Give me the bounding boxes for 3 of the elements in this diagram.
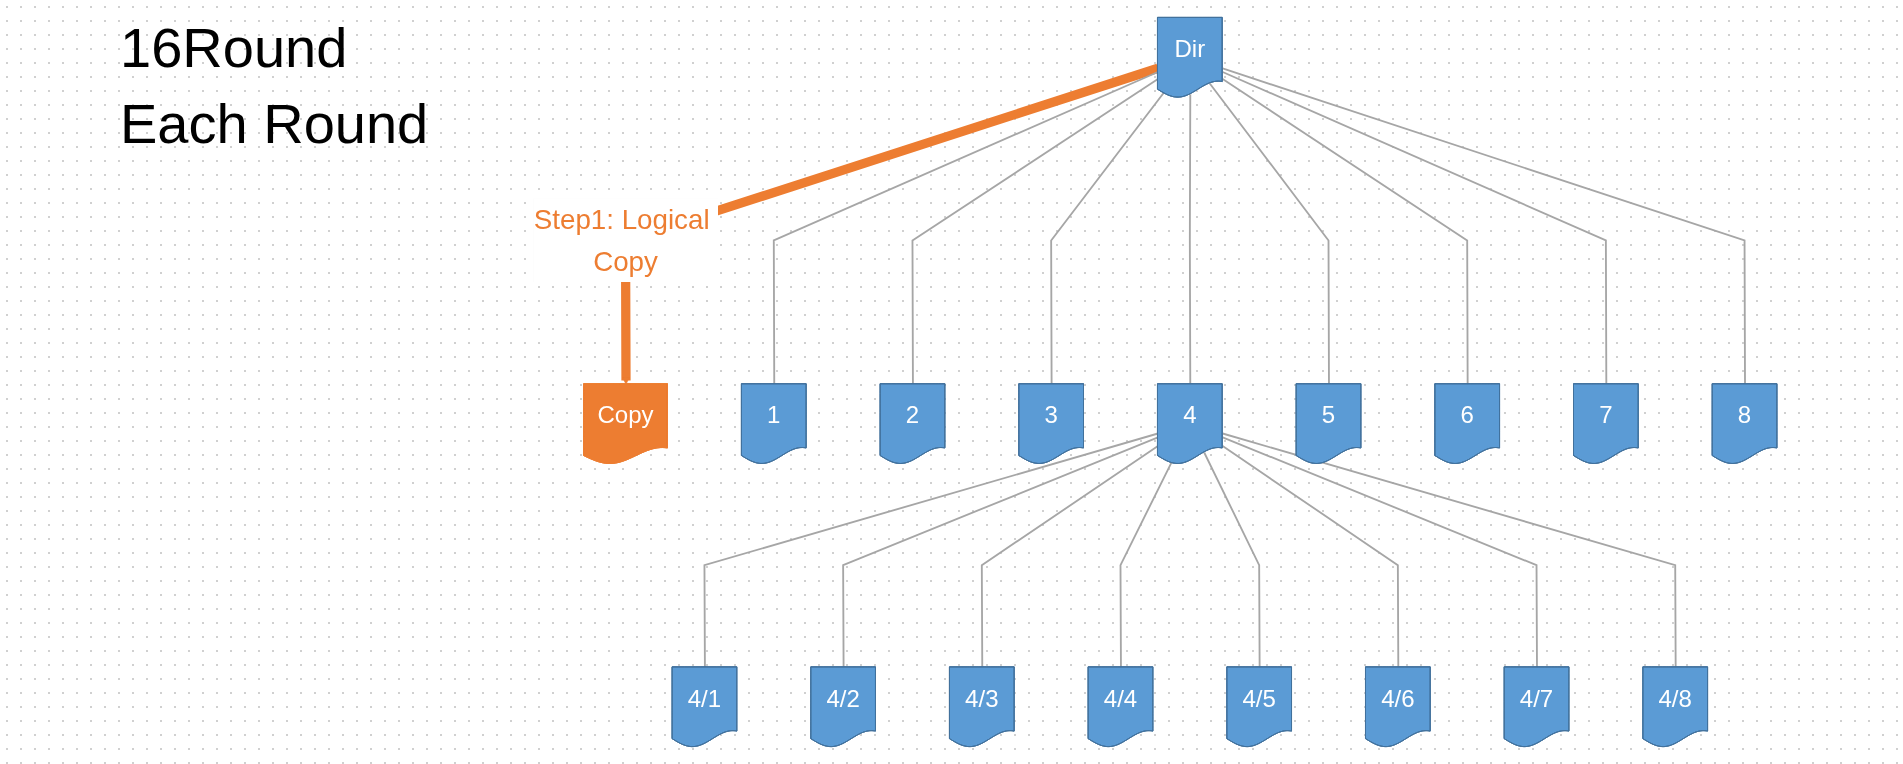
heading-text: 16Round bbox=[120, 15, 349, 81]
heading-text: Each Round bbox=[120, 91, 429, 157]
edge-label: Step1: Logical Copy bbox=[533, 204, 710, 277]
